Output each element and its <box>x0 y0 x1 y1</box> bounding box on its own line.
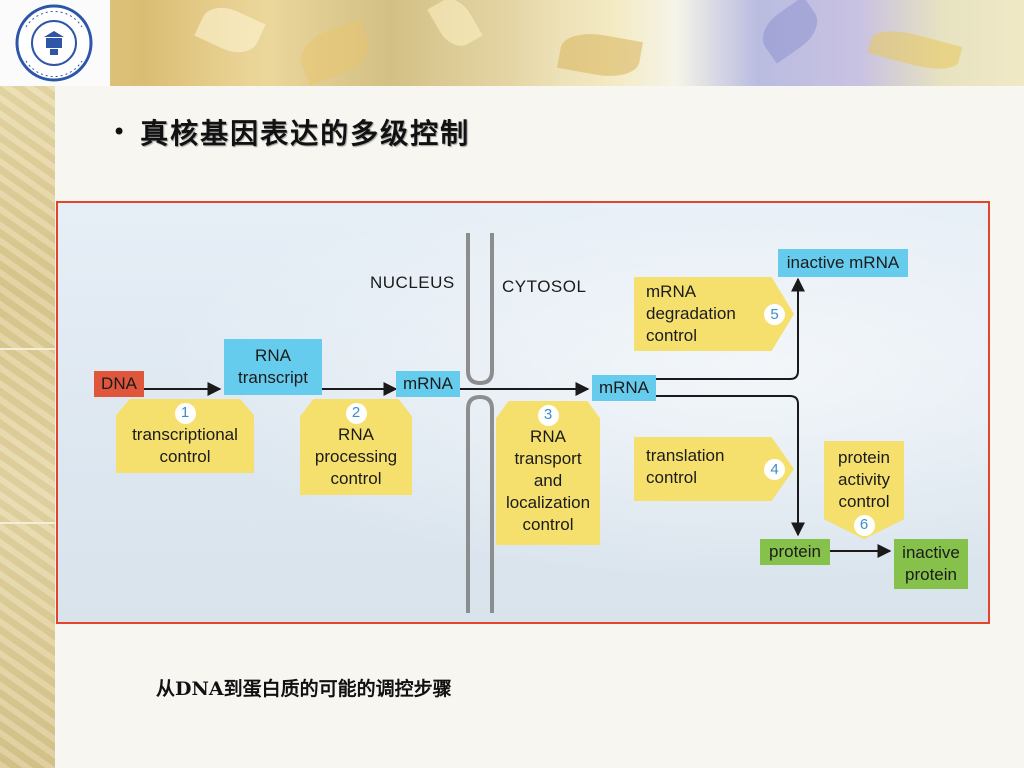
mrna-nucleus-box: mRNA <box>396 371 460 397</box>
step-2-line1: RNA <box>338 424 374 444</box>
protein-box: protein <box>760 539 830 565</box>
step-3-line1: RNA <box>530 426 566 446</box>
step-5-badge: 5 <box>764 304 785 325</box>
control-step-5: mRNA degradation 5 control <box>634 277 794 351</box>
step-5-line2: degradation <box>646 304 736 323</box>
step-1-badge: 1 <box>174 402 196 424</box>
step-2-line2: processing <box>314 446 398 466</box>
control-step-4: translation control 4 <box>634 437 794 501</box>
step-2-badge: 2 <box>345 402 367 424</box>
step-4-line1: translation <box>646 446 725 465</box>
step-2-line3: control <box>330 468 382 488</box>
step-6-line2: activity <box>838 470 890 489</box>
left-decoration <box>0 86 55 768</box>
dna-label: DNA <box>101 374 137 393</box>
slide-title-row: • 真核基因表达的多级控制 <box>112 112 470 152</box>
mrna-nucleus-label: mRNA <box>402 374 454 393</box>
figure-caption: 从DNA到蛋白质的可能的调控步骤 <box>156 678 452 700</box>
inactive-protein-line2: protein <box>905 565 957 584</box>
university-logo <box>15 4 93 82</box>
bullet: • <box>112 118 127 146</box>
rna-transcript-box: RNA transcript <box>224 339 322 395</box>
step-5-line3: control <box>646 326 698 345</box>
step-4-line2: control <box>646 468 698 487</box>
rna-transcript-line1: RNA <box>255 346 291 365</box>
mrna-cytosol-box: mRNA <box>592 375 656 401</box>
step-6-line3: control <box>838 492 890 511</box>
nucleus-label: NUCLEUS <box>370 273 455 292</box>
rna-transcript-line2: transcript <box>238 368 308 387</box>
inactive-protein-box: inactive protein <box>894 539 968 589</box>
nuclear-membrane <box>466 233 494 613</box>
control-step-2: 2 RNA processing control <box>300 399 412 495</box>
gene-expression-diagram: NUCLEUS CYTOSOL DNA RNA transcript mRNA … <box>56 201 990 624</box>
step-5-line1: mRNA <box>646 282 697 301</box>
inactive-mrna-label: inactive mRNA <box>786 253 900 272</box>
step-4-badge: 4 <box>764 459 785 480</box>
step-3-line2: transport <box>514 448 582 468</box>
control-step-1: 1 transcriptional control <box>116 399 254 473</box>
step-1-line2: control <box>159 446 211 466</box>
protein-label: protein <box>769 542 821 561</box>
step-6-badge: 6 <box>853 514 875 536</box>
step-3-badge: 3 <box>537 404 559 426</box>
dna-box: DNA <box>94 371 144 397</box>
cytosol-label: CYTOSOL <box>502 277 587 296</box>
inactive-protein-line1: inactive <box>902 543 960 562</box>
step-6-line1: protein <box>838 448 890 467</box>
control-step-6: protein activity control 6 <box>824 441 904 539</box>
inactive-mrna-box: inactive mRNA <box>778 249 908 277</box>
step-3-line5: control <box>522 514 574 534</box>
step-3-line3: and <box>533 470 563 490</box>
slide-title: 真核基因表达的多级控制 <box>140 117 471 150</box>
step-3-line4: localization <box>505 492 591 512</box>
header-decoration <box>0 0 1024 86</box>
logo-area <box>0 0 110 86</box>
step-1-line1: transcriptional <box>132 424 238 444</box>
diagram-lines <box>144 233 892 613</box>
control-step-3: 3 RNA transport and localization control <box>496 401 600 545</box>
mrna-cytosol-label: mRNA <box>598 378 650 397</box>
